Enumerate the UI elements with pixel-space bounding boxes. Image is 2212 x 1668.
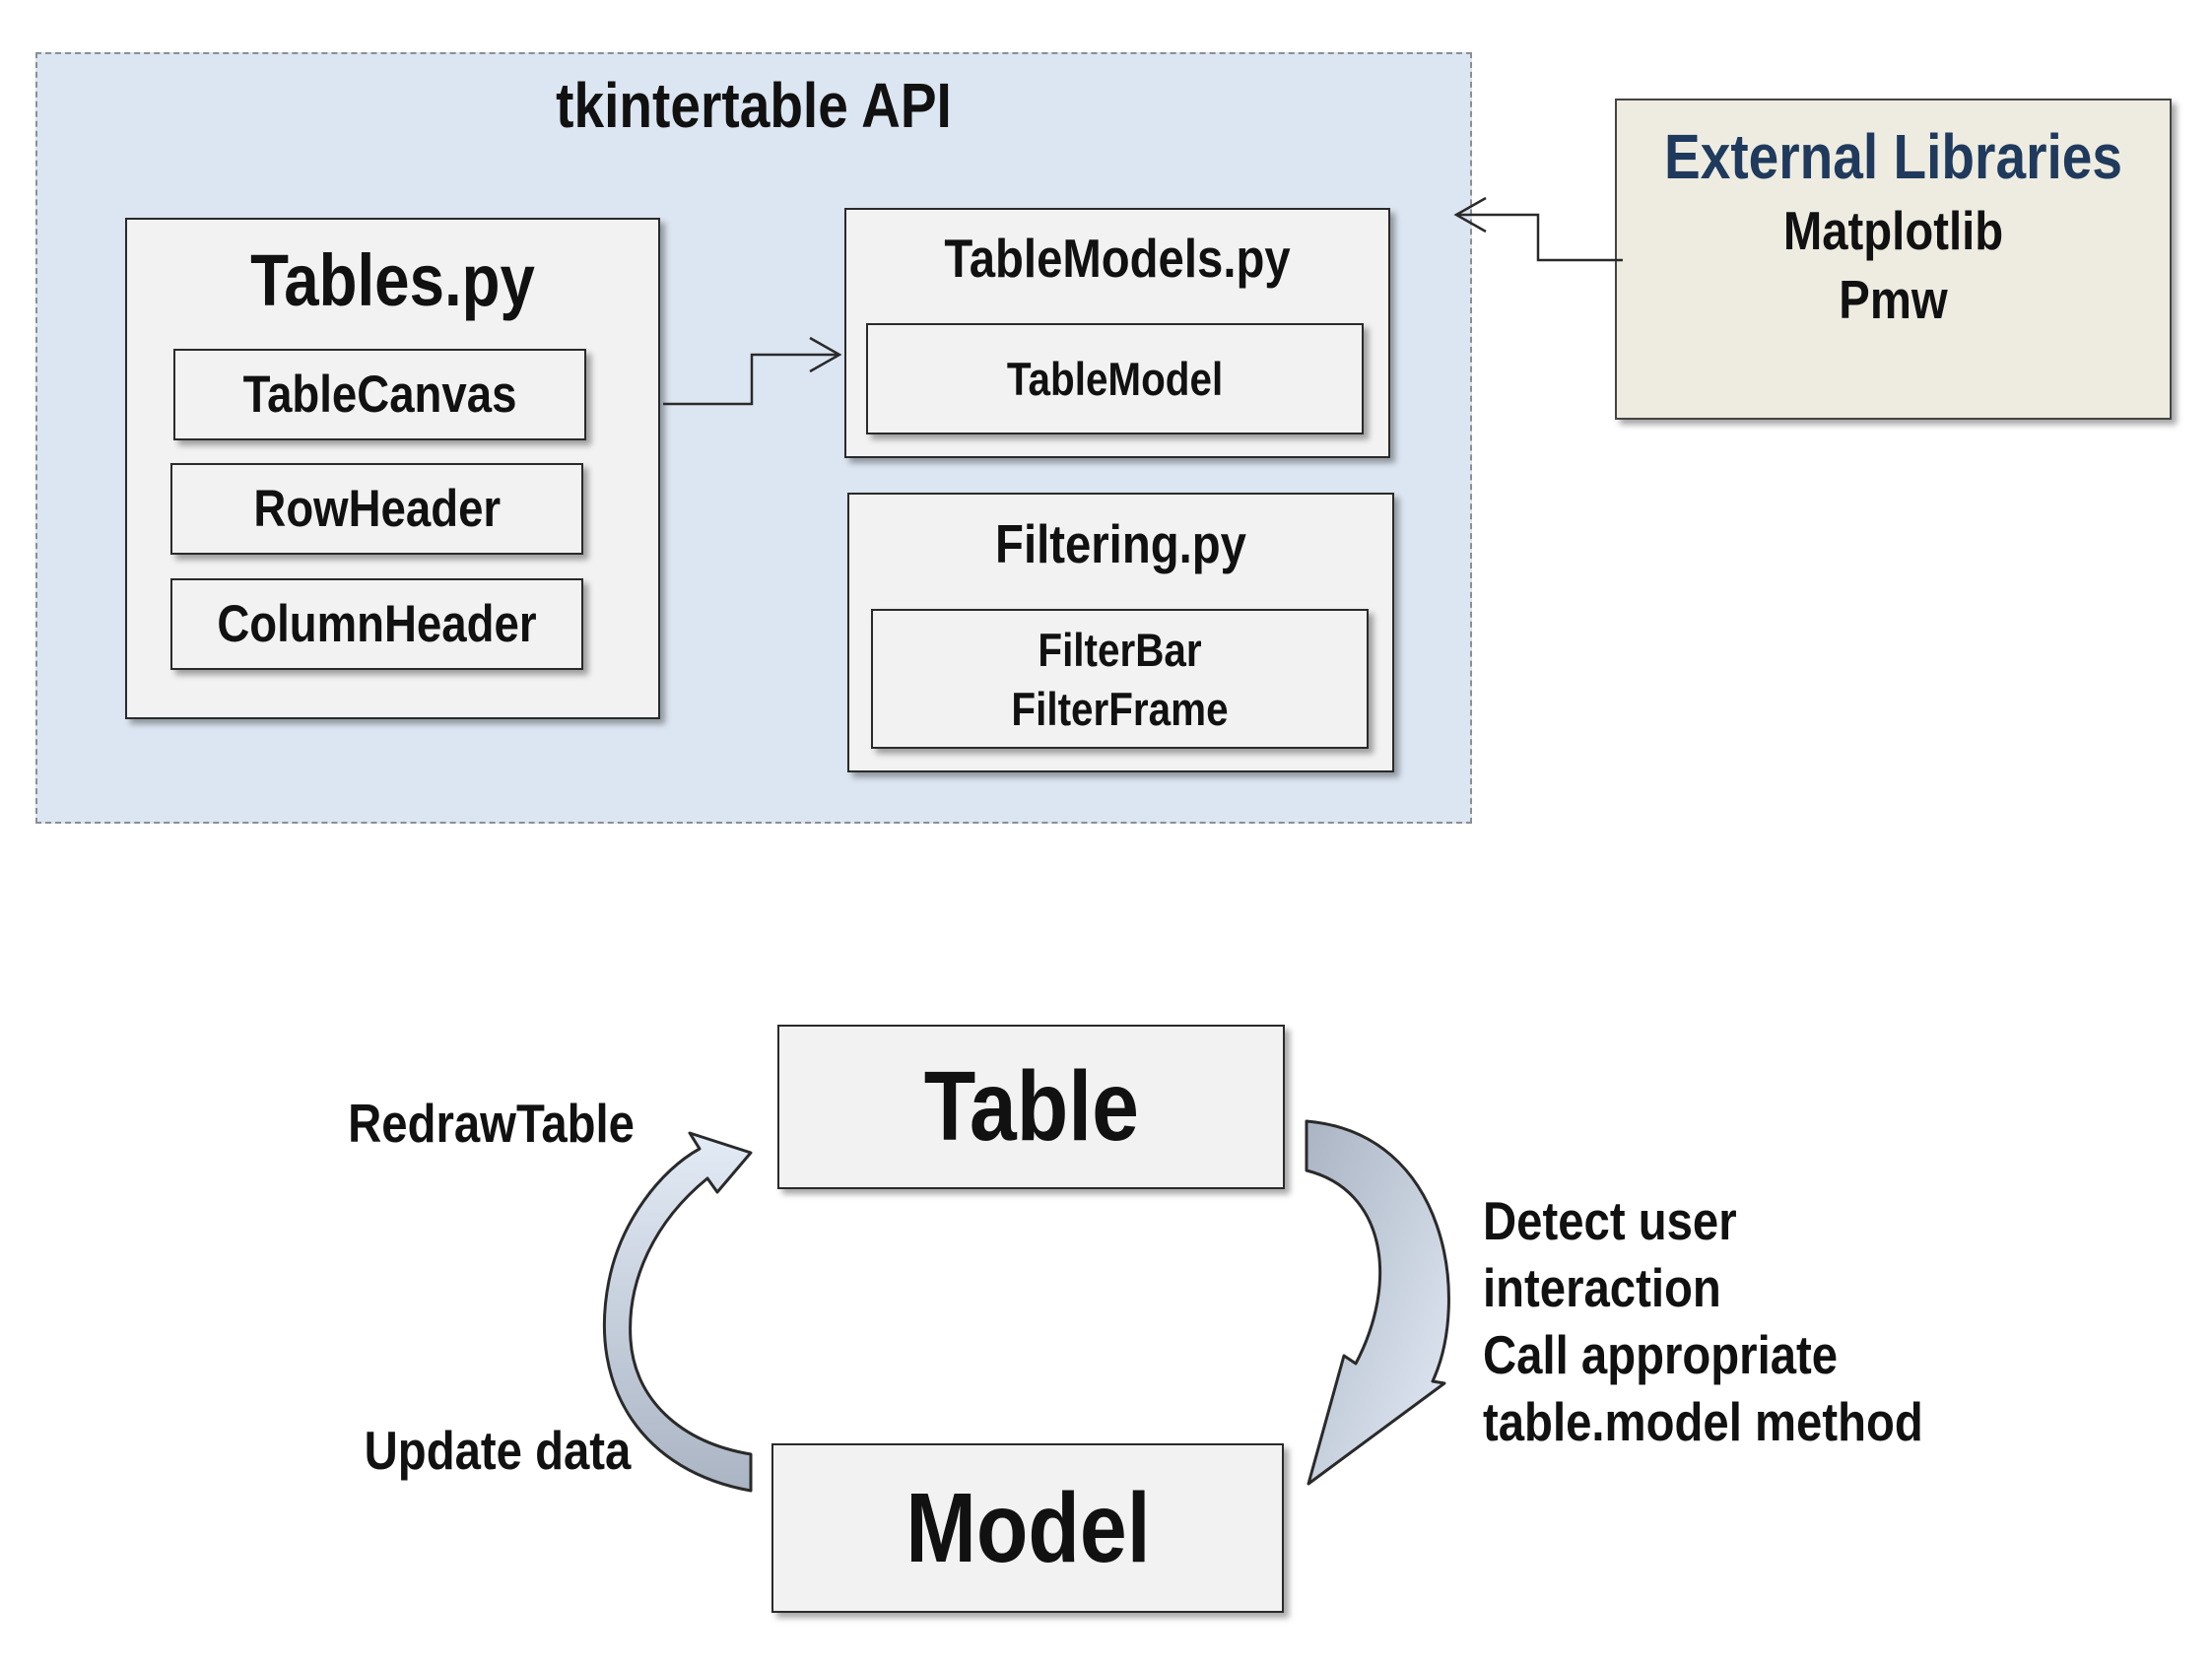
detect-line-1: Detect user interaction xyxy=(1483,1190,1737,1318)
filterbar-label: FilterBar xyxy=(1038,624,1202,676)
detect-line-3: table.model method xyxy=(1483,1391,1923,1452)
table-box: Table xyxy=(777,1025,1285,1189)
pmw-label: Pmw xyxy=(1839,269,1948,330)
detect-text: Detect user interaction Call appropriate… xyxy=(1483,1187,2035,1455)
filterbar-filterframe-box xyxy=(871,609,1369,749)
filtering-py-title: Filtering.py xyxy=(995,513,1246,574)
redraw-table-label: RedrawTable xyxy=(348,1093,635,1154)
tables-to-tablemodels-arrow xyxy=(663,336,842,406)
model-to-table-curved-arrow xyxy=(603,1131,753,1493)
external-to-api-arrow xyxy=(1453,196,1623,262)
tablecanvas-box: TableCanvas xyxy=(173,349,586,440)
api-title: tkintertable API xyxy=(556,70,952,141)
external-libraries-box xyxy=(1615,99,2172,420)
update-data-label: Update data xyxy=(364,1420,632,1481)
rowheader-box: RowHeader xyxy=(170,463,583,555)
columnheader-box: ColumnHeader xyxy=(170,578,583,670)
tablemodel-box: TableModel xyxy=(866,323,1364,434)
detect-line-2: Call appropriate xyxy=(1483,1324,1839,1385)
tablecanvas-label: TableCanvas xyxy=(242,366,517,424)
columnheader-label: ColumnHeader xyxy=(217,595,537,653)
tablemodels-py-title: TableModels.py xyxy=(944,228,1291,289)
table-label: Table xyxy=(923,1051,1139,1162)
table-to-model-curved-arrow xyxy=(1305,1119,1450,1486)
model-label: Model xyxy=(905,1472,1151,1583)
filterframe-label: FilterFrame xyxy=(1011,683,1229,735)
tablemodel-label: TableModel xyxy=(1006,353,1224,405)
model-box: Model xyxy=(771,1443,1284,1613)
external-libraries-title: External Libraries xyxy=(1664,121,2122,192)
tables-py-title: Tables.py xyxy=(250,239,535,321)
matplotlib-label: Matplotlib xyxy=(1782,200,2004,261)
rowheader-label: RowHeader xyxy=(253,480,501,538)
